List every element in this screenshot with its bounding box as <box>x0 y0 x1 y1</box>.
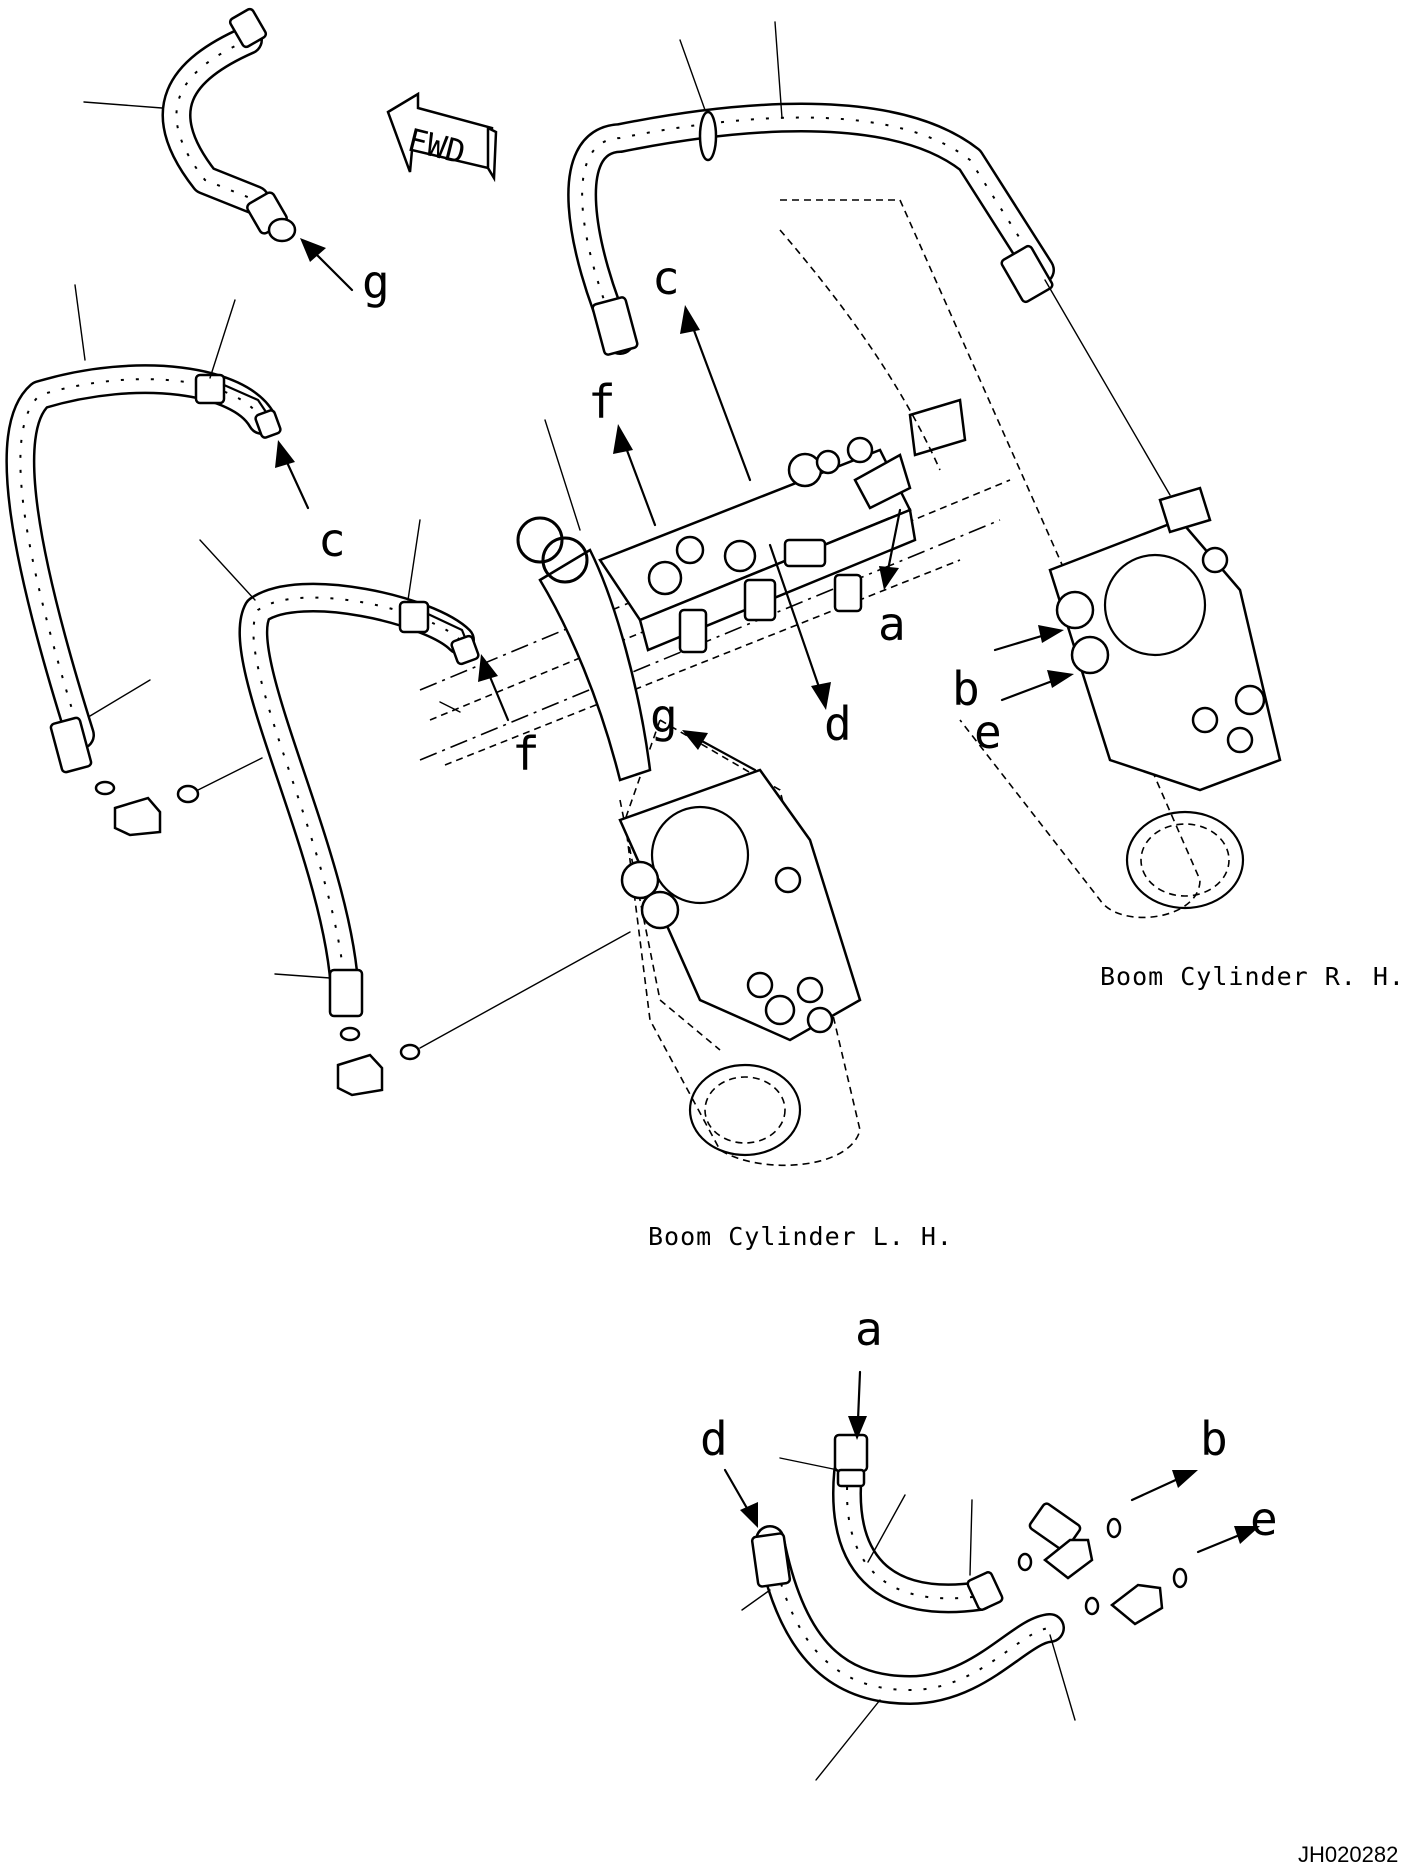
hose-d-bottom <box>741 1502 1082 1781</box>
letter-g-top: g <box>362 255 390 309</box>
arrow-c-top <box>680 305 752 482</box>
letter-c-left: c <box>318 513 346 567</box>
fwd-arrow-icon: FWD <box>386 91 498 183</box>
letter-d-mid: d <box>824 697 852 751</box>
arrow-a-mid <box>879 508 902 590</box>
letter-a-bottom: a <box>855 1302 883 1356</box>
arrow-f-mid <box>478 654 510 722</box>
arrow-d-mid <box>768 543 831 710</box>
hose-a-bottom <box>779 1433 1004 1614</box>
letter-b-right: b <box>952 662 980 716</box>
elbow-fitting-left <box>94 757 263 837</box>
letter-g-mid: g <box>650 689 678 743</box>
letter-a-mid: a <box>878 597 906 651</box>
boom-cylinder-lh <box>439 419 862 1167</box>
valve-block <box>419 398 1011 766</box>
arrow-c-left <box>275 440 310 510</box>
letter-e-bottom: e <box>1250 1492 1278 1546</box>
drawing-code: JH020282 <box>1298 1842 1398 1867</box>
arrow-g-mid <box>682 730 757 772</box>
arrow-g-top <box>300 238 354 292</box>
letter-f-top: f <box>588 375 616 429</box>
letter-b-bottom: b <box>1200 1412 1228 1466</box>
letter-c-top: c <box>652 251 680 305</box>
caption-boom-cylinder-rh: Boom Cylinder R. H. <box>1100 962 1405 991</box>
arrow-b-bottom <box>1130 1470 1198 1502</box>
hose-top-loop <box>567 21 1055 356</box>
arrow-a-bottom <box>848 1370 867 1440</box>
arrow-e-right <box>1000 670 1074 702</box>
adapter-fittings-bottom <box>1017 1517 1188 1626</box>
hose-f-mid <box>199 519 480 1018</box>
hose-c-left <box>5 284 282 774</box>
letter-e-right: e <box>974 705 1002 759</box>
letter-f-mid: f <box>512 727 540 781</box>
arrow-f-top <box>613 424 657 527</box>
arrow-d-bottom <box>723 1468 758 1528</box>
caption-boom-cylinder-lh: Boom Cylinder L. H. <box>648 1222 953 1251</box>
arrow-b-right <box>993 625 1064 652</box>
elbow-fitting-mid <box>336 931 631 1097</box>
arrow-e-bottom <box>1196 1526 1260 1554</box>
boom-cylinder-rh <box>779 199 1282 919</box>
letter-d-bottom: d <box>700 1412 728 1466</box>
hose-g-top <box>83 7 297 243</box>
